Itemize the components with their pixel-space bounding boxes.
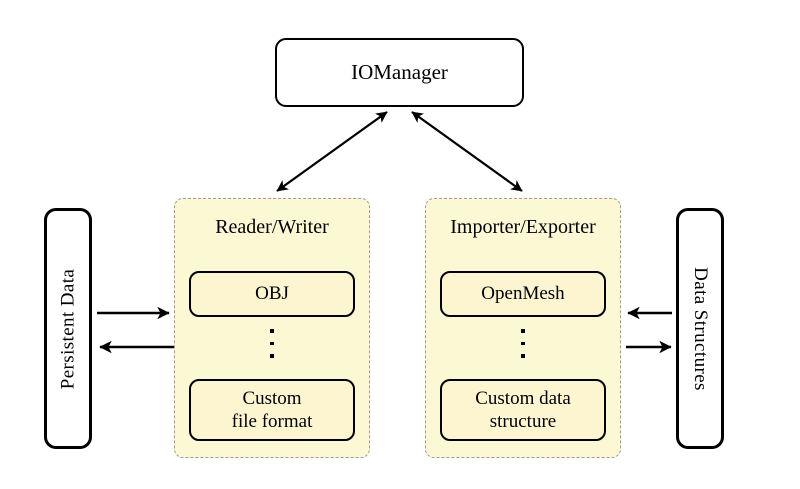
custom-data-structure-label-line1: Custom data (475, 387, 571, 409)
iomanager-node[interactable]: IOManager (275, 38, 524, 107)
connector-manager-reader-writer (276, 111, 388, 192)
custom-data-structure-node[interactable]: Custom data structure (440, 379, 606, 441)
importer-exporter-title: Importer/Exporter (450, 216, 596, 238)
obj-label: OBJ (255, 283, 289, 305)
persistent-data-label: Persistent Data (57, 268, 79, 389)
persistent-data-node[interactable]: Persistent Data (44, 208, 92, 449)
openmesh-node[interactable]: OpenMesh (440, 271, 606, 317)
reader-writer-panel[interactable]: Reader/Writer OBJ Custom file format (174, 198, 370, 458)
custom-file-format-node[interactable]: Custom file format (189, 379, 355, 441)
obj-node[interactable]: OBJ (189, 271, 355, 317)
connector-manager-importer-exporter (411, 111, 523, 192)
openmesh-label: OpenMesh (481, 283, 565, 305)
custom-file-format-label-line1: Custom (242, 387, 302, 409)
reader-writer-ellipsis-icon (175, 329, 369, 358)
importer-exporter-panel[interactable]: Importer/Exporter OpenMesh Custom data s… (425, 198, 621, 458)
custom-data-structure-label-line2: structure (489, 411, 557, 432)
reader-writer-title: Reader/Writer (215, 216, 329, 238)
data-structures-node[interactable]: Data Structures (676, 208, 724, 449)
importer-exporter-ellipsis-icon (426, 329, 620, 358)
custom-file-format-label-line2: file format (231, 411, 313, 432)
iomanager-label: IOManager (351, 60, 448, 84)
data-structures-label: Data Structures (690, 266, 711, 391)
